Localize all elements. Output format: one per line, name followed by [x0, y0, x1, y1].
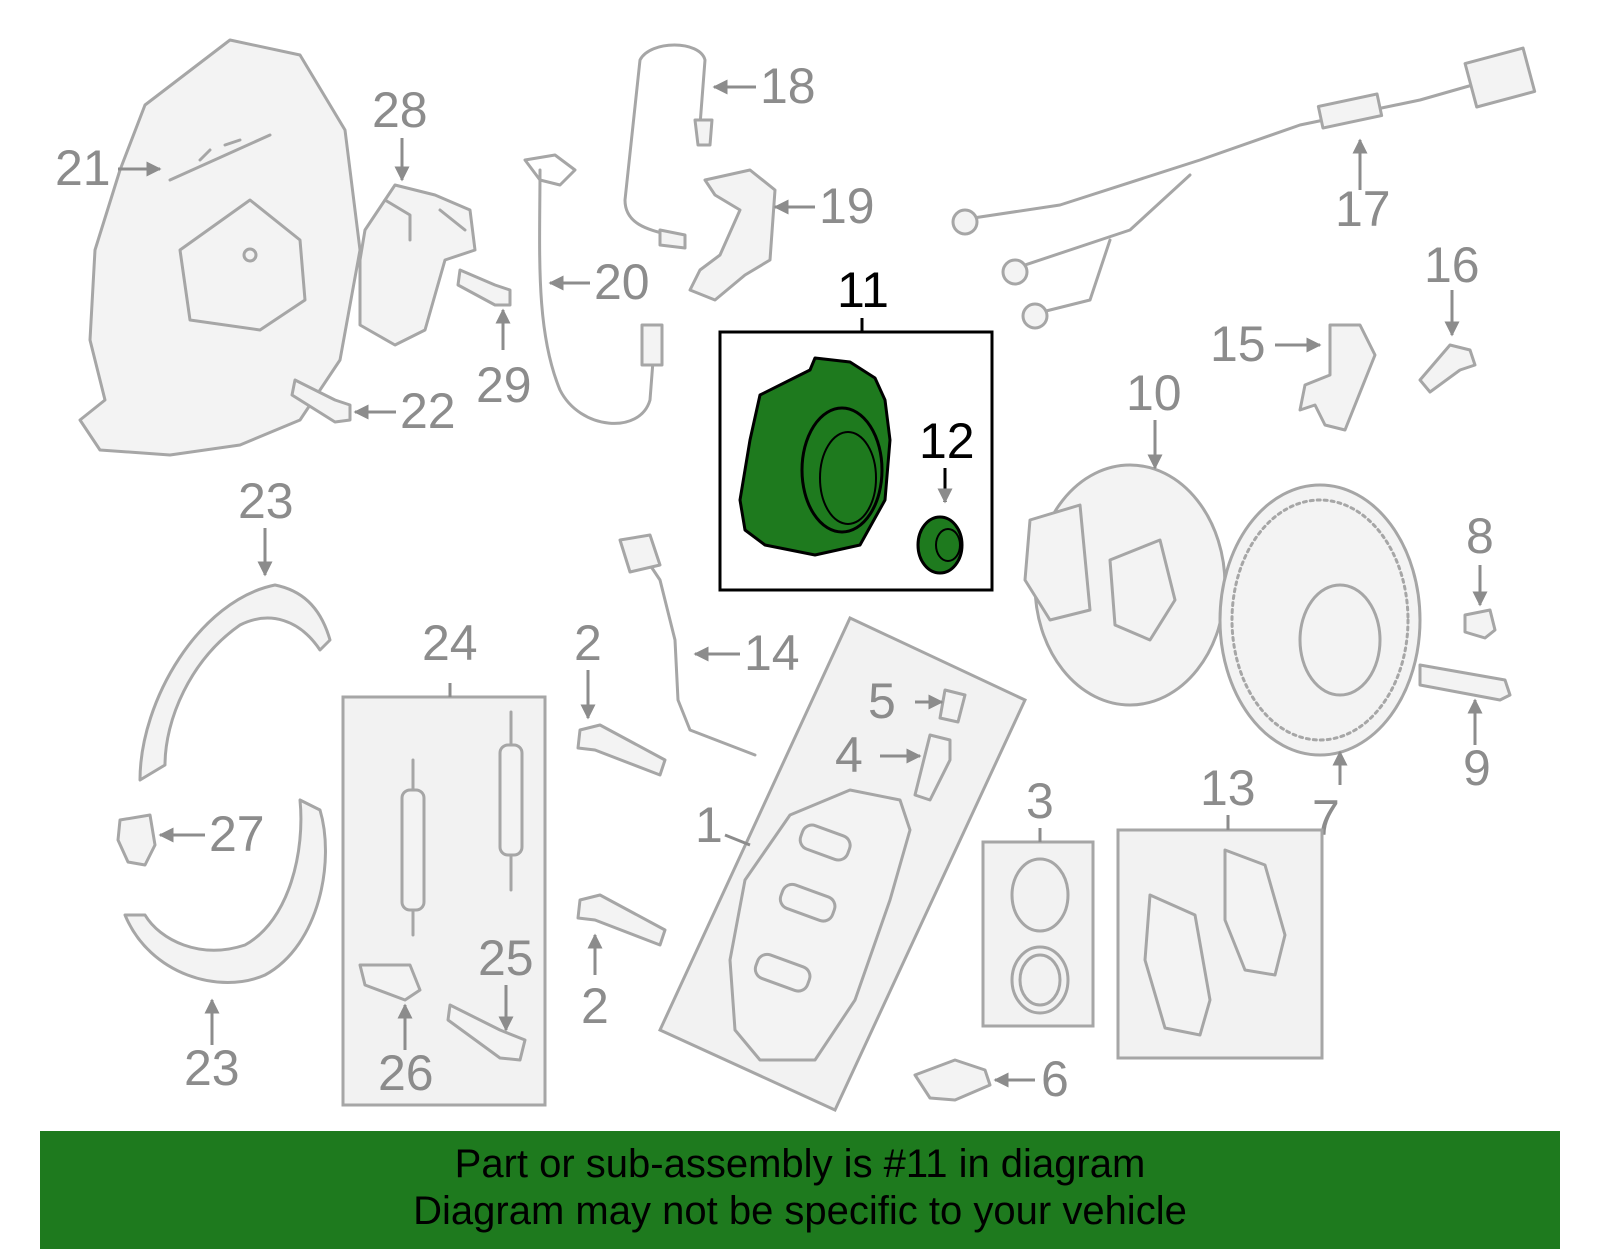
callout-9: 9 — [1463, 740, 1491, 796]
callout-25: 25 — [478, 930, 534, 986]
part-3-box — [981, 840, 1095, 1028]
part-9-bolt — [1418, 663, 1512, 702]
callout-12: 12 — [919, 413, 975, 469]
part-3-seals — [1010, 857, 1070, 1015]
callout-19: 19 — [819, 178, 875, 234]
banner-line-2: Diagram may not be specific to your vehi… — [413, 1189, 1187, 1233]
callout-23-top: 23 — [238, 473, 294, 529]
part-17-sensor-cable — [951, 46, 1537, 330]
part-14-sensor — [618, 533, 757, 757]
part-22-bolt — [290, 378, 352, 424]
part-20-hose — [523, 153, 664, 425]
callout-17: 17 — [1335, 181, 1391, 237]
info-banner: Part or sub-assembly is #11 in diagram D… — [40, 1131, 1560, 1249]
part-2-bolt-lower — [576, 893, 667, 947]
callout-2-top: 2 — [574, 615, 602, 671]
part-23-shoe-upper — [138, 583, 332, 782]
part-7-rotor — [1218, 483, 1422, 757]
callout-11: 11 — [837, 262, 889, 318]
part-10-hub — [1023, 463, 1227, 707]
part-16-bolt — [1418, 343, 1477, 394]
banner-line-1: Part or sub-assembly is #11 in diagram — [454, 1142, 1146, 1186]
part-8-nut — [1463, 608, 1497, 640]
callout-16: 16 — [1424, 237, 1480, 293]
part-28-cylinder — [358, 183, 477, 347]
callout-21: 21 — [55, 140, 111, 196]
part-11-piston — [738, 356, 892, 557]
callout-3: 3 — [1026, 773, 1054, 829]
callout-27: 27 — [209, 806, 265, 862]
part-29-bolt — [456, 268, 512, 307]
callout-1: 1 — [695, 797, 723, 853]
callout-28: 28 — [372, 82, 428, 138]
callout-15: 15 — [1210, 316, 1266, 372]
callout-4: 4 — [835, 727, 863, 783]
callout-6: 6 — [1041, 1051, 1069, 1107]
part-24-springs — [400, 710, 524, 937]
callout-20: 20 — [594, 254, 650, 310]
part-27-adjuster — [116, 813, 157, 867]
callout-14: 14 — [744, 625, 800, 681]
callout-24: 24 — [422, 615, 478, 671]
part-18-line — [623, 43, 714, 250]
callout-5: 5 — [868, 673, 896, 729]
part-26-spring — [358, 963, 422, 1002]
part-12-seal — [916, 515, 964, 575]
callout-26: 26 — [378, 1045, 434, 1101]
callout-10: 10 — [1126, 365, 1182, 421]
part-6-clip — [913, 1058, 992, 1102]
callout-13: 13 — [1200, 760, 1256, 816]
callout-23-bottom: 23 — [184, 1040, 240, 1096]
part-21-dust-shield — [78, 38, 362, 457]
callout-22: 22 — [400, 383, 456, 439]
part-19-bracket — [688, 168, 777, 302]
part-2-bolt-upper — [576, 723, 667, 777]
part-4-bleeder — [913, 733, 952, 802]
part-15-sensor — [1298, 323, 1377, 432]
part-1-caliper — [728, 788, 912, 1062]
callout-29: 29 — [476, 357, 532, 413]
part-13-pads — [1143, 848, 1287, 1037]
part-23-shoe-lower — [123, 798, 327, 984]
callout-18: 18 — [760, 58, 816, 114]
callout-8: 8 — [1466, 508, 1494, 564]
callout-2-bottom: 2 — [581, 978, 609, 1034]
